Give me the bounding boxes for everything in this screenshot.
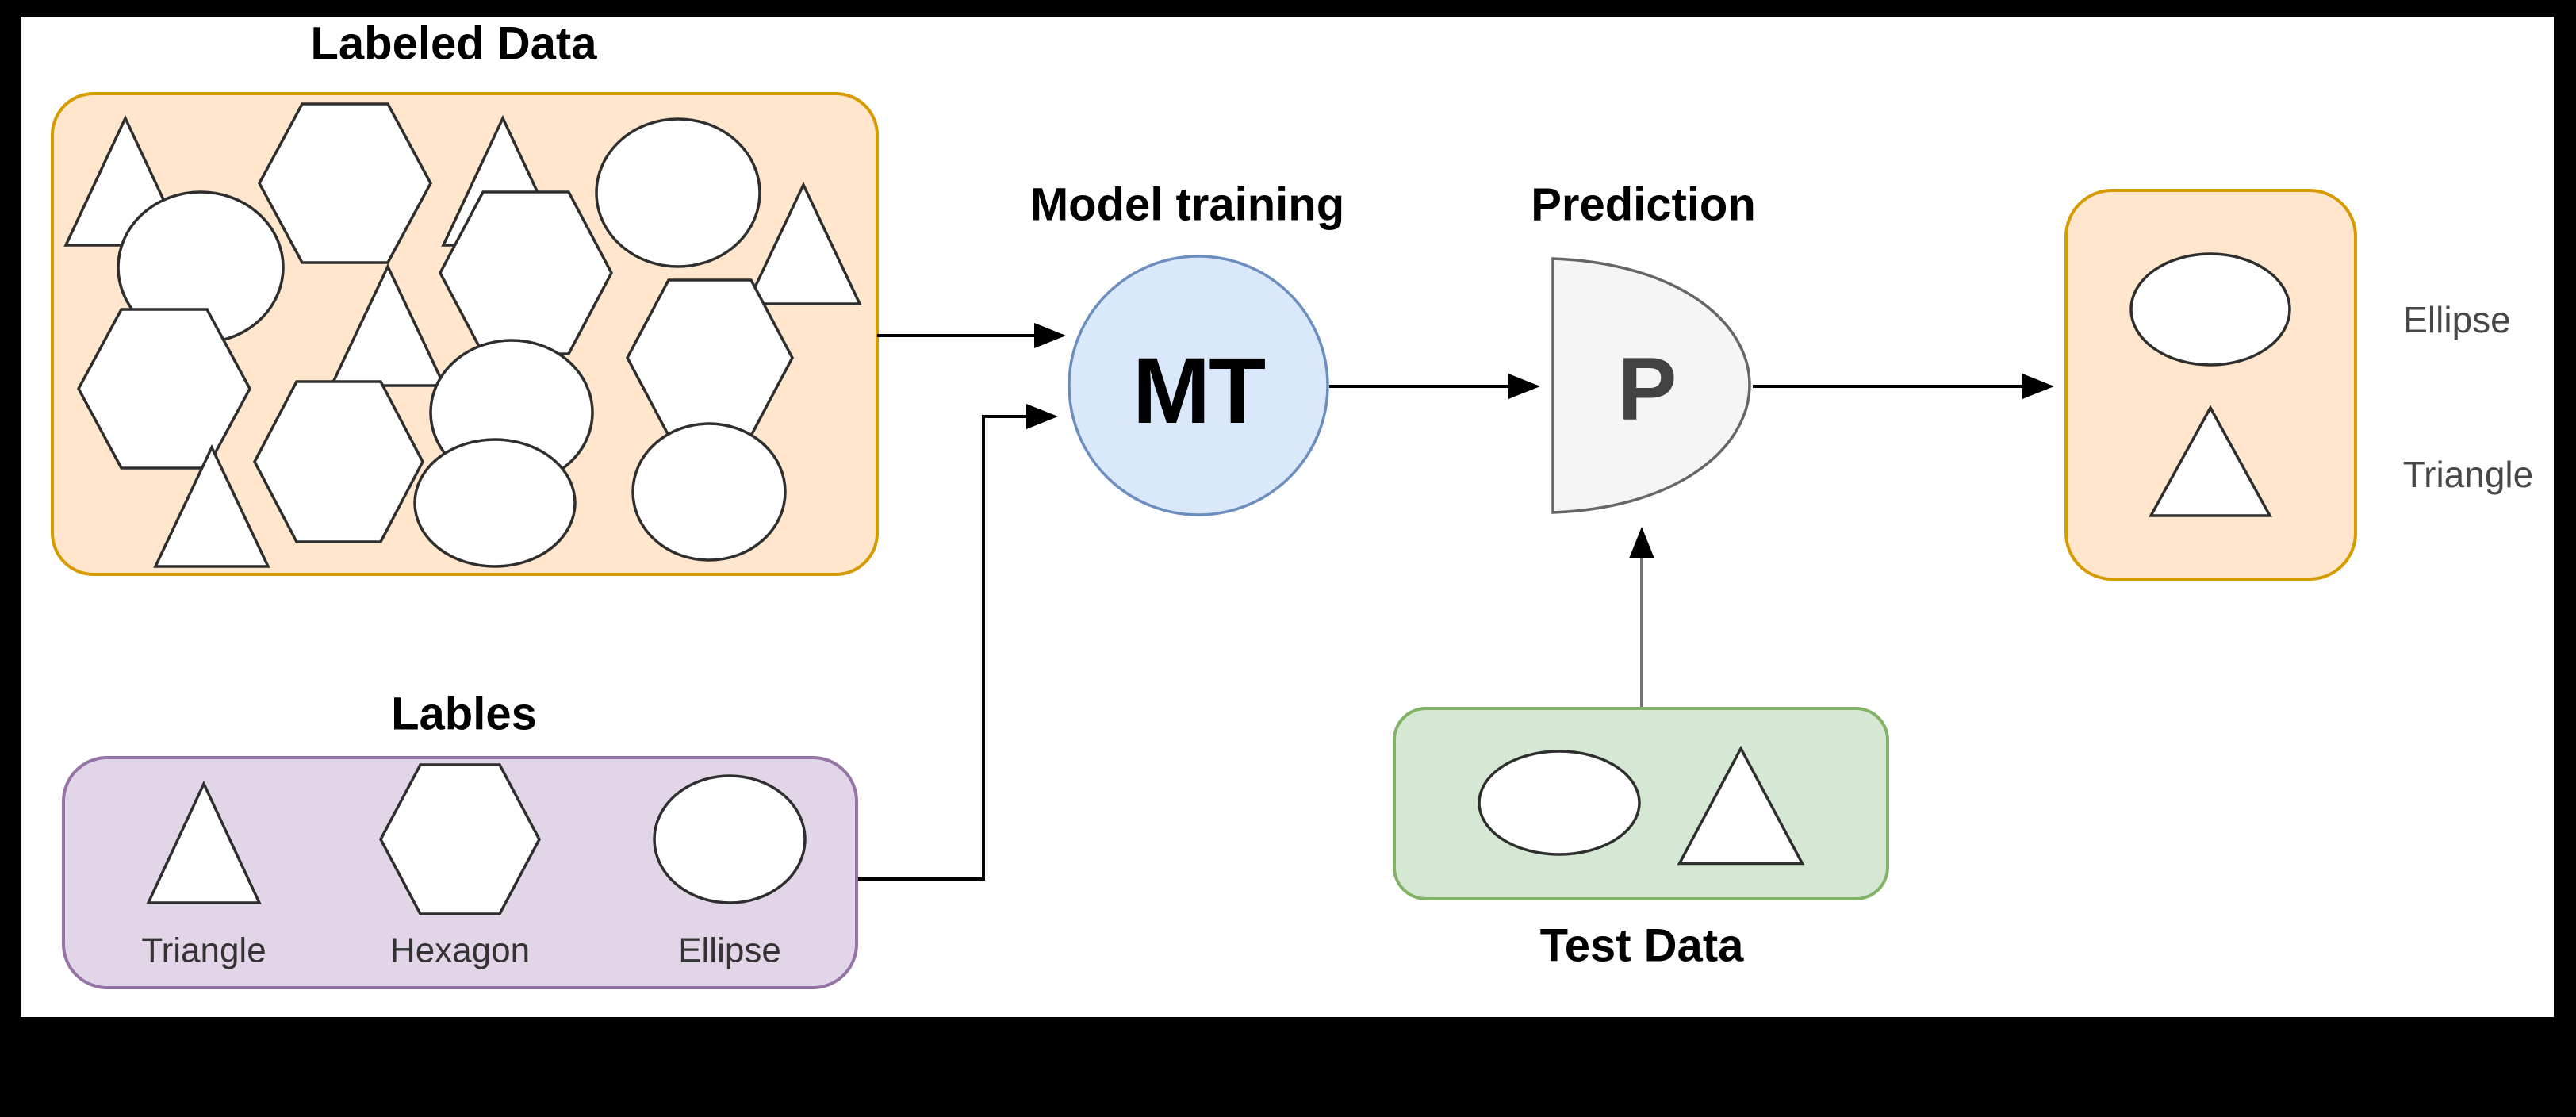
- ellipse-shape: [631, 422, 787, 562]
- test-data-shapes: [1478, 745, 1805, 866]
- label-item-triangle: Triangle: [141, 931, 266, 970]
- output-box: [2064, 189, 2357, 581]
- model-training-abbrev: MT: [1133, 339, 1265, 443]
- output-label-ellipse: Ellipse: [2403, 299, 2511, 340]
- triangle-shape: [2149, 405, 2272, 517]
- label-item-hexagon: Hexagon: [390, 931, 530, 970]
- ellipse-shape: [595, 117, 761, 268]
- triangle-shape: [1677, 745, 1805, 866]
- hexagon-shape: [253, 380, 424, 543]
- test-data-box: [1393, 707, 1889, 900]
- triangle-shape: [153, 443, 270, 568]
- prediction-dshape: [1551, 257, 1751, 514]
- labeled-data-shapes: [63, 102, 862, 568]
- triangle-shape: [146, 780, 262, 904]
- model-training-circle: [1068, 255, 1329, 516]
- hexagon-shape: [379, 763, 541, 915]
- hexagon-shape: [258, 102, 432, 264]
- ellipse-shape: [2129, 252, 2291, 367]
- ellipse-shape: [653, 774, 807, 904]
- output-label-triangle: Triangle: [2403, 454, 2533, 495]
- label-item-ellipse: Ellipse: [678, 931, 781, 970]
- prediction-abbrev: P: [1618, 340, 1677, 439]
- ellipse-shape: [413, 438, 577, 568]
- model-training-title: Model training: [1030, 179, 1344, 231]
- test-data-title: Test Data: [1540, 920, 1745, 972]
- output-box-shapes: [2129, 252, 2291, 517]
- labels-box-title: Lables: [391, 689, 537, 740]
- labels-box-shapes: [146, 763, 807, 915]
- edge-labels-to-model-training: [858, 404, 1058, 881]
- triangle-shape: [745, 181, 862, 305]
- prediction-title: Prediction: [1531, 179, 1756, 231]
- ellipse-shape: [1478, 750, 1641, 856]
- labeled-data-title: Labeled Data: [311, 18, 598, 70]
- hexagon-shape: [77, 308, 251, 470]
- triangle-shape: [329, 263, 447, 387]
